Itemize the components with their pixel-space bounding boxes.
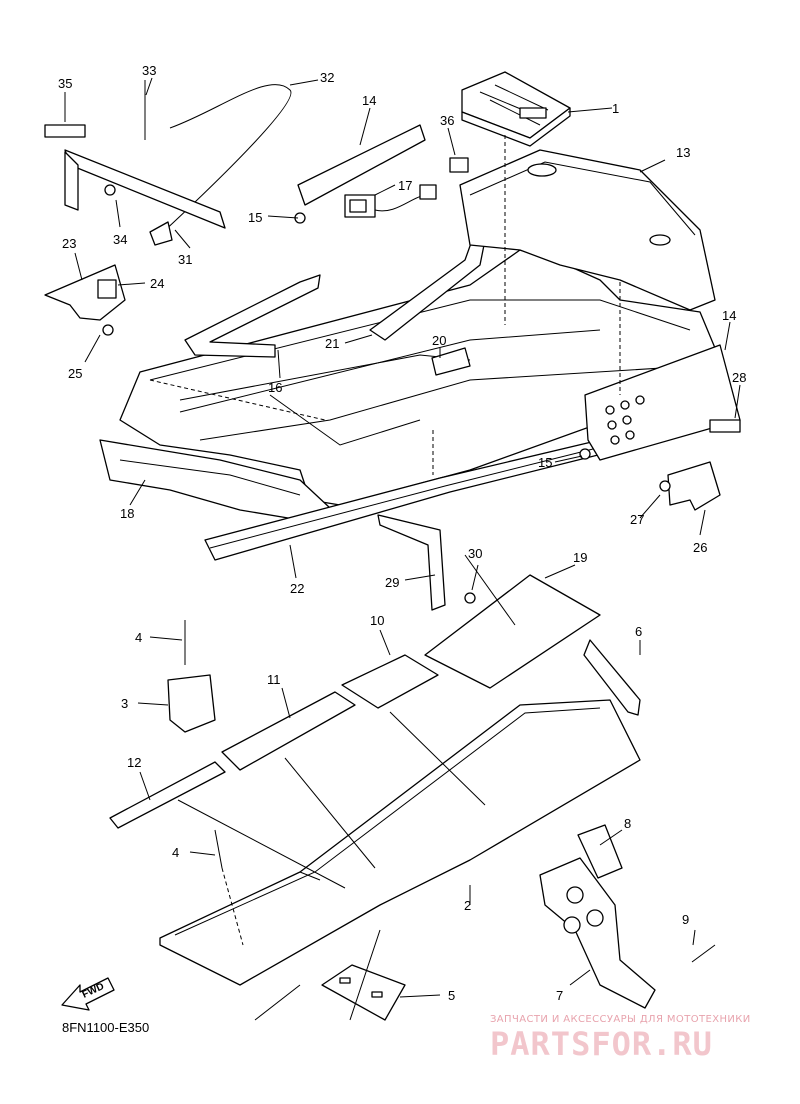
callout-33[interactable]: 33 bbox=[142, 63, 156, 78]
callout-15[interactable]: 15 bbox=[248, 210, 262, 225]
callout-6[interactable]: 6 bbox=[635, 624, 642, 639]
callout-11[interactable]: 11 bbox=[267, 672, 281, 687]
callout-5[interactable]: 5 bbox=[448, 988, 455, 1003]
hinge-bracket[interactable] bbox=[64, 149, 226, 229]
callout-36[interactable]: 36 bbox=[440, 113, 454, 128]
floor-panel[interactable] bbox=[159, 699, 641, 986]
callout-15[interactable]: 15 bbox=[538, 455, 552, 470]
callout-29[interactable]: 29 bbox=[385, 575, 399, 590]
left-upper-panel[interactable] bbox=[297, 124, 426, 206]
callout-23[interactable]: 23 bbox=[62, 236, 76, 251]
bed-mat[interactable] bbox=[424, 574, 601, 689]
switch-with-wire[interactable] bbox=[344, 184, 437, 218]
floor-assembly bbox=[109, 554, 716, 1021]
callout-10[interactable]: 10 bbox=[370, 613, 384, 628]
callout-31[interactable]: 31 bbox=[178, 252, 192, 267]
rivet-left[interactable] bbox=[214, 829, 223, 869]
latch-striker[interactable] bbox=[667, 461, 721, 511]
mount-plate[interactable] bbox=[321, 964, 406, 1021]
callout-3[interactable]: 3 bbox=[121, 696, 128, 711]
callout-16[interactable]: 16 bbox=[268, 380, 282, 395]
washer-right[interactable] bbox=[579, 448, 591, 460]
callout-35[interactable]: 35 bbox=[58, 76, 72, 91]
tub-hole bbox=[649, 234, 671, 246]
callout-24[interactable]: 24 bbox=[150, 276, 164, 291]
callout-22[interactable]: 22 bbox=[290, 581, 304, 596]
callout-32[interactable]: 32 bbox=[320, 70, 334, 85]
callout-numbers: 1 2 3 4 4 5 6 7 8 9 10 11 12 13 14 14 15… bbox=[58, 63, 746, 1003]
callout-28[interactable]: 28 bbox=[732, 370, 746, 385]
tool-kit[interactable] bbox=[461, 71, 571, 147]
callout-8[interactable]: 8 bbox=[624, 816, 631, 831]
callout-4[interactable]: 4 bbox=[135, 630, 142, 645]
callout-14[interactable]: 14 bbox=[722, 308, 736, 323]
rubber-block[interactable] bbox=[431, 347, 471, 376]
callout-2[interactable]: 2 bbox=[464, 898, 471, 913]
rubber-strip-right[interactable] bbox=[709, 419, 741, 433]
callout-14[interactable]: 14 bbox=[362, 93, 376, 108]
warning-label-strip[interactable] bbox=[109, 761, 226, 829]
callout-13[interactable]: 13 bbox=[676, 145, 690, 160]
callout-27[interactable]: 27 bbox=[630, 512, 644, 527]
release-cable[interactable] bbox=[159, 84, 292, 236]
caution-label[interactable] bbox=[341, 654, 439, 709]
callout-7[interactable]: 7 bbox=[556, 988, 563, 1003]
guard-block[interactable] bbox=[577, 824, 623, 879]
floor-clip[interactable] bbox=[167, 674, 216, 733]
fwd-arrow-icon: FWD bbox=[61, 977, 115, 1011]
callout-18[interactable]: 18 bbox=[120, 506, 134, 521]
callout-9[interactable]: 9 bbox=[682, 912, 689, 927]
stay-bolt[interactable] bbox=[464, 592, 476, 604]
callout-34[interactable]: 34 bbox=[113, 232, 127, 247]
hinge-bolt[interactable] bbox=[104, 184, 116, 196]
release-lever[interactable] bbox=[149, 221, 173, 246]
striker-bolt[interactable] bbox=[659, 480, 671, 492]
cargo-bed-assembly bbox=[44, 71, 741, 611]
callout-20[interactable]: 20 bbox=[432, 333, 446, 348]
rear-tub[interactable] bbox=[459, 149, 716, 311]
diagram-code: 8FN1100-E350 bbox=[62, 1020, 149, 1035]
watermark: ЗАПЧАСТИ И АКСЕССУАРЫ ДЛЯ МОТОТЕХНИКИ PA… bbox=[490, 1014, 751, 1063]
callout-leaders bbox=[64, 77, 741, 998]
latch-assembly[interactable] bbox=[44, 264, 126, 321]
tub-drain-hole bbox=[527, 163, 557, 177]
panel-holes bbox=[605, 395, 645, 445]
callout-21[interactable]: 21 bbox=[325, 336, 339, 351]
stay-bracket[interactable] bbox=[377, 514, 446, 611]
callout-1[interactable]: 1 bbox=[612, 101, 619, 116]
latch-bolt[interactable] bbox=[102, 324, 114, 336]
callout-19[interactable]: 19 bbox=[573, 550, 587, 565]
callout-4[interactable]: 4 bbox=[172, 845, 179, 860]
callout-26[interactable]: 26 bbox=[693, 540, 707, 555]
callout-12[interactable]: 12 bbox=[127, 755, 141, 770]
watermark-tagline: ЗАПЧАСТИ И АКСЕССУАРЫ ДЛЯ МОТОТЕХНИКИ bbox=[490, 1014, 751, 1025]
watermark-brand: PARTSFOR.RU bbox=[490, 1025, 713, 1063]
rubber-strip[interactable] bbox=[44, 124, 86, 138]
callout-25[interactable]: 25 bbox=[68, 366, 82, 381]
skid-guard[interactable] bbox=[539, 857, 656, 1009]
callout-17[interactable]: 17 bbox=[398, 178, 412, 193]
callout-30[interactable]: 30 bbox=[468, 546, 482, 561]
warning-label-long[interactable] bbox=[221, 691, 356, 771]
side-rail[interactable] bbox=[583, 639, 641, 716]
rivet-right[interactable] bbox=[691, 944, 716, 963]
grab-bar[interactable] bbox=[184, 274, 321, 358]
retaining-clip[interactable] bbox=[449, 157, 469, 173]
